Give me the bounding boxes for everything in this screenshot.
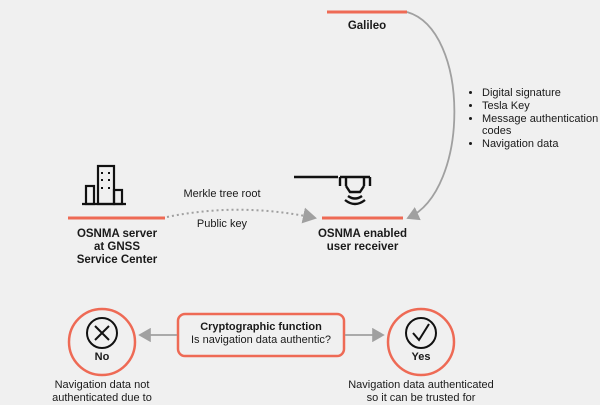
yes-description-line: Navigation data authenticated <box>348 379 494 391</box>
x-icon <box>86 317 118 349</box>
receiver-icon <box>294 175 372 206</box>
message-item: Digital signature <box>482 87 600 100</box>
server-label: OSNMA server at GNSS Service Center <box>57 228 177 267</box>
receiver-label: OSNMA enabled user receiver <box>300 228 425 254</box>
no-circle <box>67 307 137 377</box>
no-description-line: Navigation data not <box>54 379 150 391</box>
server-label-line: Service Center <box>76 254 158 266</box>
server-label-line: OSNMA server <box>76 228 158 240</box>
galileo-message-list: Digital signature Tesla Key Message auth… <box>470 87 600 151</box>
decision-question: Is navigation data authentic? <box>190 334 332 346</box>
yes-circle <box>386 307 456 377</box>
message-item: Tesla Key <box>482 100 600 113</box>
yes-description-line: so it can be trusted for <box>366 392 476 404</box>
decision-text: Cryptographic function Is navigation dat… <box>178 321 344 347</box>
merkle-root-label: Merkle tree root <box>183 188 261 200</box>
decision-box <box>176 312 346 358</box>
decision-title: Cryptographic function <box>200 321 322 333</box>
server-label-line: at GNSS <box>93 241 140 253</box>
receiver-label-line: user receiver <box>326 241 399 253</box>
no-label: No <box>94 351 110 363</box>
no-description-line: authenticated due to <box>52 392 152 404</box>
check-icon <box>405 317 437 349</box>
building-icon <box>82 164 126 206</box>
message-item: Navigation data <box>482 138 600 151</box>
galileo-to-receiver-arrow <box>406 11 456 221</box>
server-to-receiver-arrow <box>166 207 317 224</box>
message-item: Message authentication codes <box>482 113 600 139</box>
yes-description: Navigation data authenticated so it can … <box>341 379 501 405</box>
no-description: Navigation data not authenticated due to <box>32 379 172 405</box>
yes-label: Yes <box>411 351 431 363</box>
receiver-label-line: OSNMA enabled <box>317 228 408 240</box>
galileo-label: Galileo <box>347 20 387 32</box>
public-key-label: Public key <box>196 218 248 230</box>
